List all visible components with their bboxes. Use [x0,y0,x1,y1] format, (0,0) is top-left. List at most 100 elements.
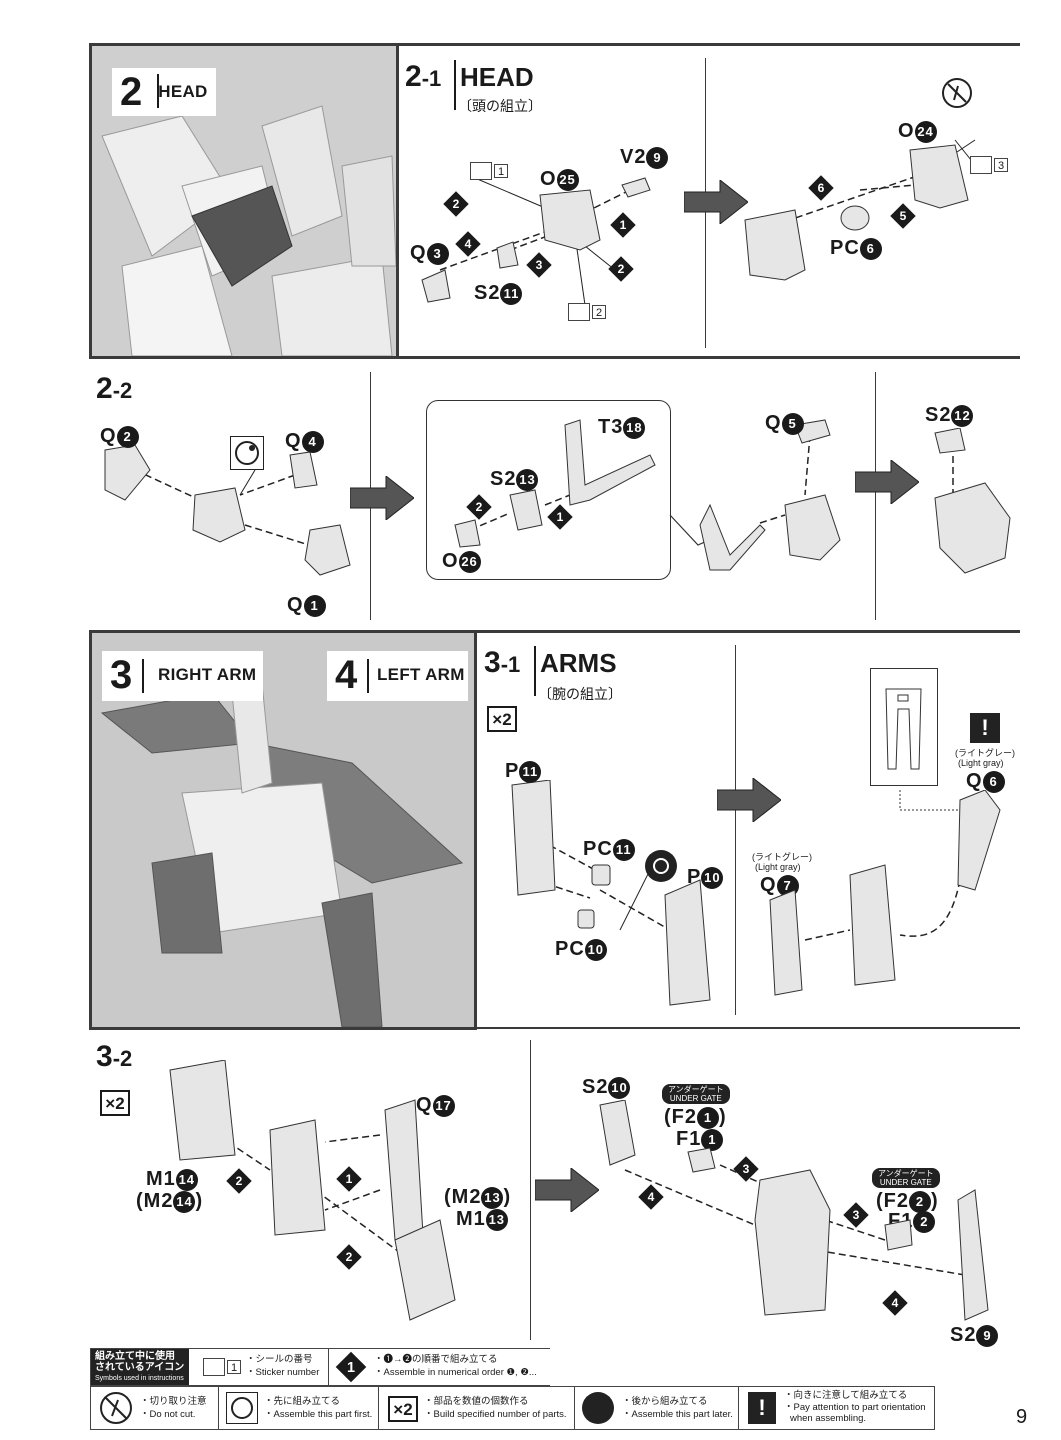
q6-light-gray-en: (Light gray) [958,758,1004,768]
next-arrow-2-2-b [855,460,919,504]
step3-2-diagram-left [169,1060,456,1321]
legend-multiplier-icon: ×2 [388,1396,418,1422]
order-6-a: 6 [808,175,834,201]
order-2-b: 2 [608,256,634,282]
head-photo-art [92,46,396,356]
next-arrow-2-1 [684,180,748,224]
section2-number: 2 [120,70,143,114]
order-1-a: 1 [610,212,636,238]
step2-2-heading: 2-2 [96,372,133,405]
step3-1-multiplier: ×2 [487,706,517,732]
part-s212 [934,428,966,454]
part-arm-assembled [849,864,896,986]
order-1-d: 1 [336,1166,362,1192]
legend-assemble-first-icon [226,1392,258,1424]
order-2-d: 2 [226,1168,252,1194]
part-p11 [511,780,556,896]
order-1-c: 1 [547,504,573,530]
part-o26 [454,519,481,548]
legend-mult-jp: ・部品を数値の個数作る [424,1396,529,1407]
legend-assemble-later-icon [582,1392,614,1424]
sticker-marker-3: 3 [970,156,1014,174]
part-head-complete [934,482,1011,574]
section3-title: RIGHT ARM [158,665,257,684]
arms-photo-label: 3 RIGHT ARM 4 LEFT ARM [102,651,468,701]
part-arm-core-3-2 [269,1119,326,1236]
part-q1 [304,524,351,576]
step2-1-subtitle: 〔頭の組立〕 [458,98,542,114]
orientation-warning-icon: ! [970,713,1000,743]
part-o24 [909,144,969,209]
head-photo-frame: 2 HEAD [89,43,399,359]
step2-1-number: 2 [405,60,422,93]
next-arrow-2-2-a [350,476,414,520]
page-number: 9 [1016,1406,1028,1428]
part-s213 [509,489,543,531]
step3-2-diagram-right [599,1100,989,1321]
section3-top-rule [90,630,1020,633]
legend-order-icon: 1 [335,1351,367,1383]
part-s2-9 [957,1189,989,1321]
step3-2-multiplier: ×2 [100,1090,130,1116]
step2-2-callout-diagram [454,419,841,571]
step2-2-final-diagram [934,428,1011,574]
part-t318 [564,419,656,506]
step3-1-heading: 3-1 [484,646,521,679]
step2-1-title: HEAD [460,62,534,92]
step2-1-diagram [421,139,976,306]
part-v29 [621,177,651,198]
legend-later-en: ・Assemble this part later. [622,1409,733,1420]
legend-later-jp: ・後から組み立てる [622,1396,708,1407]
part-pc11 [591,864,611,886]
part-antenna-assembled [699,503,766,571]
order-3-a: 3 [526,252,552,278]
part-q7 [769,889,803,996]
order-2-e: 2 [336,1244,362,1270]
legend-do-not-cut-icon [100,1392,132,1424]
order-2-a: 2 [443,191,469,217]
q7-light-gray-jp: (ライトグレー) [752,852,812,862]
head-photo: 2 HEAD [92,46,396,356]
q7-light-gray-en: (Light gray) [755,862,801,872]
section3-number: 3 [110,653,133,697]
next-arrow-3-2 [535,1168,599,1212]
sticker-marker-1: 1 [470,162,514,180]
order-4-b: 4 [638,1184,664,1210]
legend-sticker-jp: ・シールの番号 [246,1354,313,1365]
order-3-c: 3 [843,1202,869,1228]
orientation-detail-box [870,668,938,786]
section2-bottom-rule [90,356,1020,359]
arms-photo: 3 RIGHT ARM 4 LEFT ARM [92,633,474,1027]
part-q17 [384,1099,424,1241]
part-s2-10 [599,1100,636,1166]
legend-order-en: ・Assemble in numerical order ❶, ❷... [374,1367,537,1378]
section2-title: HEAD [158,82,208,101]
part-f1-2 [884,1219,913,1251]
part-q2 [104,444,151,501]
section4-number: 4 [335,653,358,697]
part-q3 [421,269,451,303]
legend-mult-en: ・Build specified number of parts. [424,1409,567,1420]
legend-order-jp: ・❶→❷の順番で組み立てる [374,1354,498,1365]
legend-row-top [90,1348,550,1386]
